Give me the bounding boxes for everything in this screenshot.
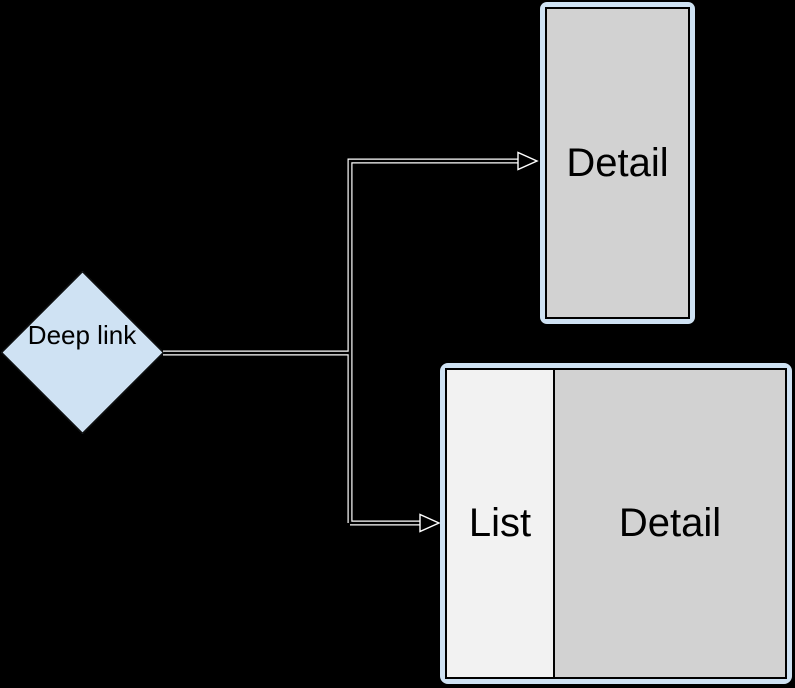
list-detail-mockup-screen: List Detail (445, 368, 787, 679)
detail-pane-label: Detail (618, 501, 722, 545)
list-pane-label: List (468, 501, 532, 545)
detail-pane: Detail (555, 370, 785, 677)
list-pane: List (447, 370, 555, 677)
arrowhead-icon (419, 513, 441, 533)
connector-branch-detail-core (348, 159, 521, 523)
connector-core-layer (163, 159, 521, 525)
arrowhead-icon (517, 151, 539, 171)
list-detail-mockup: List Detail (440, 363, 792, 684)
detail-mockup-screen: Detail (545, 7, 690, 319)
deep-link-label: Deep link (27, 320, 137, 350)
detail-mockup-label: Detail (566, 140, 669, 185)
detail-mockup: Detail (540, 2, 695, 324)
